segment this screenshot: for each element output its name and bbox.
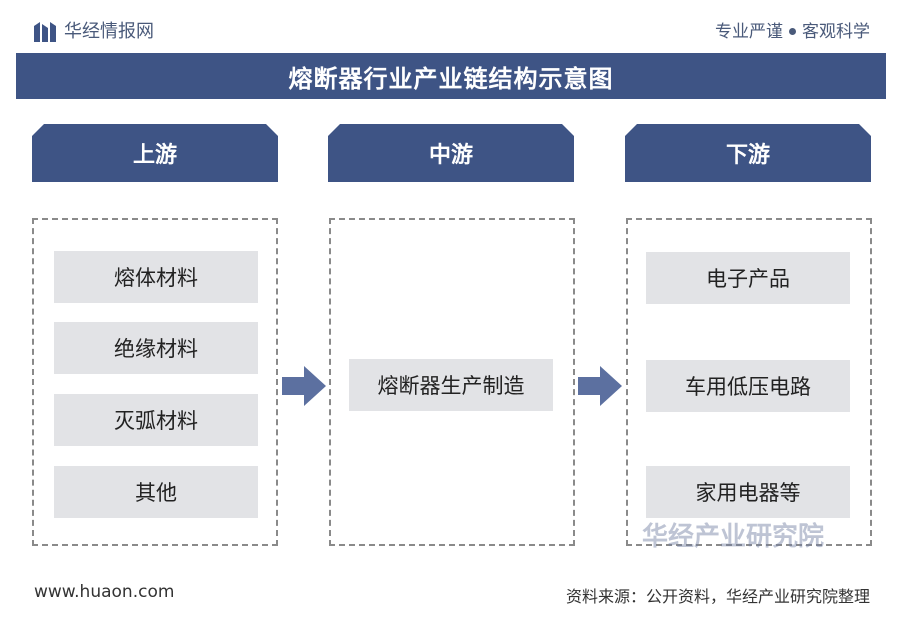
arrow-right-icon — [282, 366, 326, 406]
upstream-item: 灭弧材料 — [54, 394, 258, 446]
diagram-title: 熔断器行业产业链结构示意图 — [288, 64, 614, 93]
upstream-box — [32, 218, 278, 546]
downstream-item: 家用电器等 — [646, 466, 850, 518]
brand-name: 华经情报网 — [64, 21, 154, 42]
title-bar: 熔断器行业产业链结构示意图 — [16, 53, 886, 99]
midstream-item: 熔断器生产制造 — [349, 359, 553, 411]
downstream-item: 车用低压电路 — [646, 360, 850, 412]
downstream-item: 电子产品 — [646, 252, 850, 304]
column-header-upstream: 上游 — [32, 124, 278, 182]
brand-logo-icon — [34, 22, 56, 42]
column-header-midstream: 中游 — [328, 124, 574, 182]
upstream-item: 熔体材料 — [54, 251, 258, 303]
bullet-dot-icon — [789, 27, 796, 35]
footer-url: www.huaon.com — [34, 582, 175, 602]
downstream-box — [626, 218, 872, 546]
slogan: 专业严谨客观科学 — [715, 22, 870, 42]
column-header-downstream: 下游 — [625, 124, 871, 182]
midstream-box — [329, 218, 575, 546]
arrow-right-icon — [578, 366, 622, 406]
footer-source: 资料来源：公开资料，华经产业研究院整理 — [565, 587, 870, 606]
slogan-left: 专业严谨 — [715, 22, 783, 42]
upstream-item: 其他 — [54, 466, 258, 518]
top-bar: 华经情报网 专业严谨客观科学 — [0, 0, 900, 50]
upstream-item: 绝缘材料 — [54, 322, 258, 374]
slogan-right: 客观科学 — [802, 22, 870, 42]
